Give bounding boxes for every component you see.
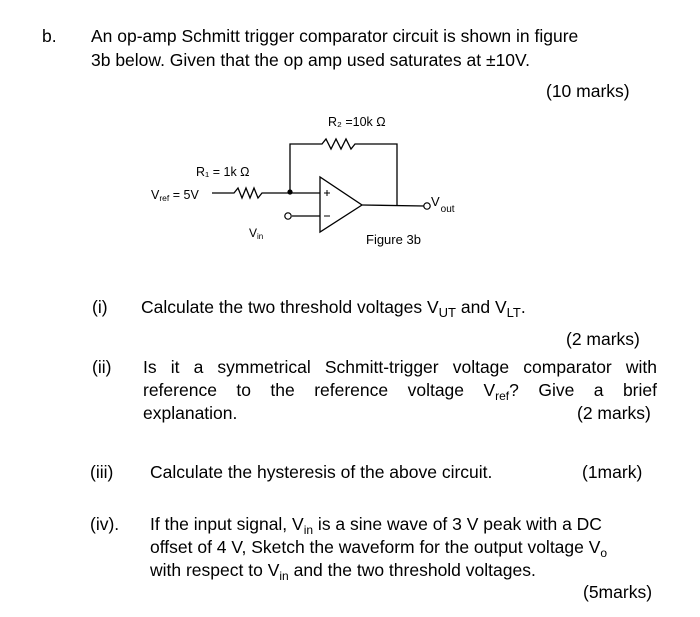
vout-terminal: [423, 202, 431, 210]
part-iv-line-2: offset of 4 V, Sketch the waveform for t…: [150, 537, 608, 560]
part-iv-marks: (5marks): [583, 582, 653, 602]
question-line-2: 3b below. Given that the op amp used sat…: [91, 50, 530, 70]
part-i-marks: (2 marks): [566, 329, 640, 349]
part-i-text: Calculate the two threshold voltages VUT…: [141, 297, 526, 320]
part-ii-line-3: explanation.: [143, 403, 238, 423]
part-iv-line-1: If the input signal, Vin is a sine wave …: [150, 514, 602, 537]
part-iii-marks: (1mark): [582, 462, 643, 482]
r2-feedback-wire: [289, 137, 398, 206]
part-ii-line-2: reference to the reference voltage Vref?…: [143, 380, 657, 403]
part-iii-number: (iii): [90, 462, 114, 482]
part-i-number: (i): [92, 297, 108, 317]
part-iii-text: Calculate the hysteresis of the above ci…: [150, 462, 493, 482]
vref-label: Vref = 5V: [151, 188, 199, 203]
r1-input-wire: [212, 186, 320, 200]
question-label: b.: [42, 26, 57, 46]
part-iv-line-3: with respect to Vin and the two threshol…: [150, 560, 536, 583]
question-line-1: An op-amp Schmitt trigger comparator cir…: [91, 26, 579, 46]
figure-caption: Figure 3b: [366, 232, 421, 247]
output-wire: [361, 204, 425, 207]
vout-label: Vout: [431, 194, 455, 215]
vin-label: Vin: [249, 226, 263, 241]
part-ii-marks: (2 marks): [577, 403, 651, 423]
part-ii-line-1: Is it a symmetrical Schmitt-trigger volt…: [143, 357, 657, 377]
r2-label: R₂ =10k Ω: [328, 115, 386, 129]
op-amp-symbol: [319, 175, 364, 234]
part-ii-number: (ii): [92, 357, 112, 377]
junction-node: [287, 189, 293, 195]
question-marks: (10 marks): [546, 81, 630, 101]
vin-terminal: [284, 212, 292, 220]
part-iv-number: (iv).: [90, 514, 120, 534]
r1-label: R₁ = 1k Ω: [196, 165, 250, 179]
